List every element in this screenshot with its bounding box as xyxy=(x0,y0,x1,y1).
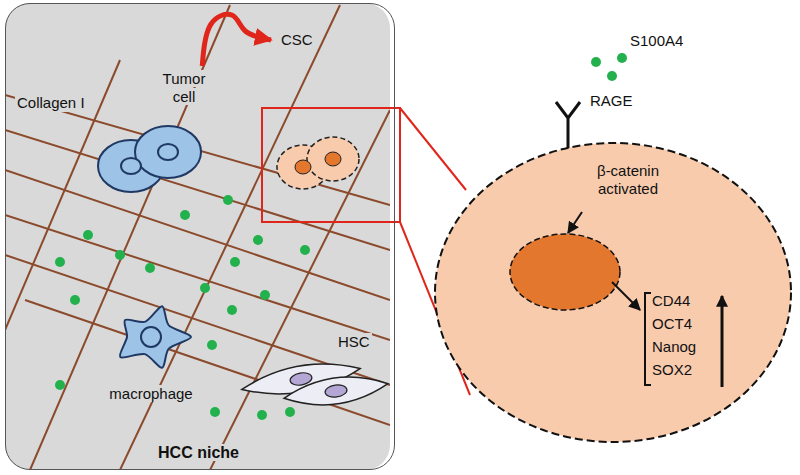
node-text: Tumor cell xyxy=(154,70,214,106)
zoom-box xyxy=(262,108,400,222)
collagen-fibres xyxy=(5,5,390,470)
tumor-cell-shape xyxy=(96,66,221,211)
s100a4-dot xyxy=(115,250,125,260)
stellate-cell xyxy=(282,371,390,411)
s100a4-dot xyxy=(55,380,65,390)
node-text: HSC xyxy=(336,333,372,351)
cell-detail: β-catenin activated xyxy=(432,140,794,445)
s100a4-dot xyxy=(253,235,263,245)
cell-nucleus xyxy=(295,160,311,174)
nucleus xyxy=(510,234,620,310)
signal-arrow xyxy=(568,212,582,233)
zoom-line xyxy=(400,108,466,190)
s100a4-dot xyxy=(145,263,155,273)
cell-nucleus xyxy=(325,152,341,166)
cell-body xyxy=(135,126,201,178)
node-text: macrophage xyxy=(96,385,206,403)
s100a4-dot xyxy=(207,340,217,350)
s100a4-dot xyxy=(591,57,601,67)
collagen-fibre xyxy=(30,5,230,470)
niche-ground xyxy=(5,3,390,470)
upregulation-arrow xyxy=(721,296,724,387)
collagen-fibre xyxy=(25,300,390,425)
niche-panel: HCC niche Tumor cell CSC macrophage HSC xyxy=(5,3,395,470)
gene-bracket xyxy=(645,293,651,385)
node-text: HCC niche xyxy=(6,444,391,462)
s100a4-dot xyxy=(83,230,93,240)
macrophage-body xyxy=(120,306,191,368)
s100a4-dot xyxy=(257,410,267,420)
cell-body xyxy=(307,137,359,181)
transition-arrow xyxy=(202,14,271,66)
s100a4-dot xyxy=(200,283,210,293)
collagen-fibre xyxy=(5,60,120,330)
ligand-label: S100A4 xyxy=(630,32,683,50)
s100a4-dot xyxy=(227,305,237,315)
s100a4-dot xyxy=(607,71,617,81)
cell-nucleus xyxy=(158,144,178,160)
collagen-fibre xyxy=(5,215,390,340)
s100a4-dot xyxy=(55,257,65,267)
collagen-label: Collagen I xyxy=(15,94,87,112)
s100a4-dot xyxy=(210,407,220,417)
s100a4-dot xyxy=(70,295,80,305)
cancer-stem-cell-shape xyxy=(271,29,363,199)
cancer-stem-cell: CSC xyxy=(271,29,363,199)
zoom-callout xyxy=(262,108,470,395)
s100a4-dot xyxy=(260,290,270,300)
cell-nucleus xyxy=(324,384,347,399)
collagen-fibre xyxy=(5,170,390,300)
hepatic-stellate-cell: HSC xyxy=(241,331,391,411)
macrophage: macrophage xyxy=(96,291,210,416)
s100a4-dot xyxy=(230,257,240,267)
cell-nucleus xyxy=(141,327,161,347)
cell-nucleus xyxy=(121,158,141,174)
collagen-fibre xyxy=(210,110,390,470)
tumor-cell: Tumor cell xyxy=(96,66,221,211)
signal-arrow xyxy=(612,282,640,310)
node-text: CSC xyxy=(279,31,315,49)
cell-membrane xyxy=(435,143,791,442)
receptor-label: RAGE xyxy=(590,92,633,110)
s100a4-dot xyxy=(300,245,310,255)
s100a4-dot xyxy=(285,407,295,417)
s100a4-dot xyxy=(223,195,233,205)
node-text: β-catenin activated xyxy=(582,162,674,198)
receptor-symbol xyxy=(556,102,580,148)
s100a4-dot xyxy=(180,210,190,220)
s100a4-dot xyxy=(617,53,627,63)
